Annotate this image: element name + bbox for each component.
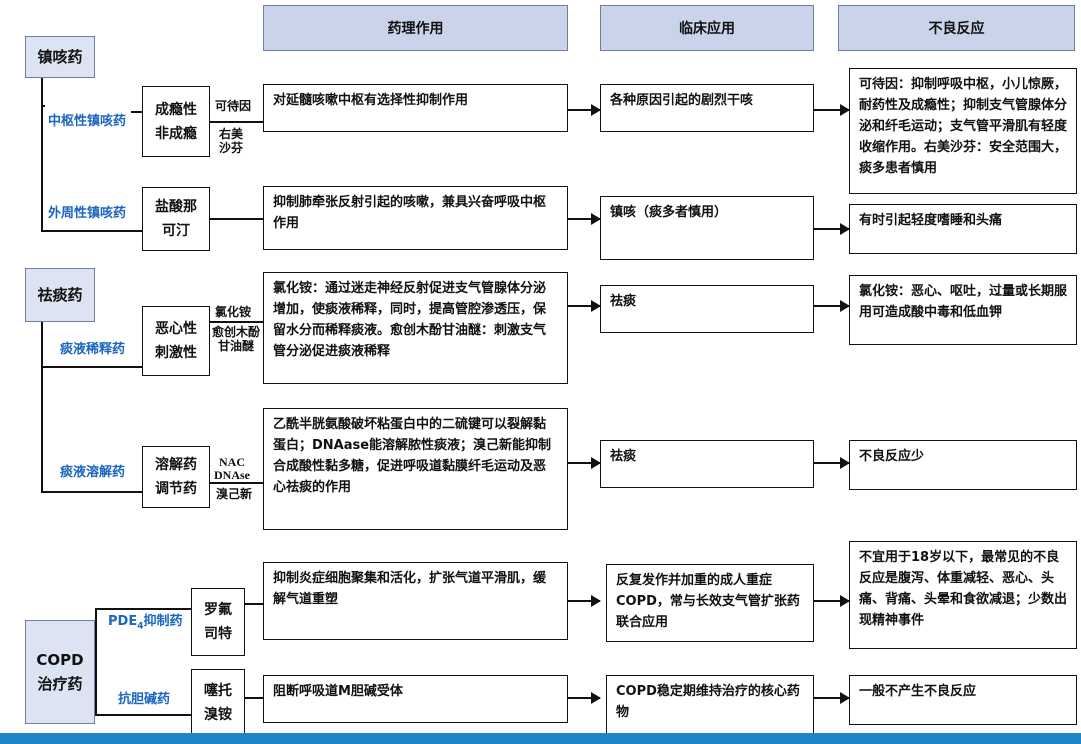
adverse-central: 可待因：抑制呼吸中枢，小儿惊厥，耐药性及成瘾性；抑制支气管腺体分泌和纤毛运动；支… <box>849 68 1077 194</box>
header-clinical: 临床应用 <box>600 5 814 51</box>
pharmacology-peripheral: 抑制肺牵张反射引起的咳嗽，兼具兴奋呼吸中枢作用 <box>263 186 568 250</box>
agent-guaifenesin: 愈创木酚甘油醚 <box>212 325 260 353</box>
adverse-anticholinergic: 一般不产生不良反应 <box>849 675 1077 725</box>
subclass-anticholinergic: 抗胆碱药 <box>118 692 171 707</box>
arrow-central-1 <box>568 104 601 116</box>
subclass-pde4-subscript: 4 <box>137 621 144 632</box>
category-expectorant: 祛痰药 <box>25 268 95 322</box>
header-clinical-label: 临床应用 <box>679 21 735 37</box>
arrow-pde4-1 <box>568 595 601 607</box>
pharmacology-pde4: 抑制炎症细胞聚集和活化，扩张气道平滑肌，缓解气道重塑 <box>263 562 568 640</box>
adverse-dilute: 氯化铵：恶心、呕吐，过量或长期服用可造成酸中毒和低血钾 <box>849 275 1077 345</box>
arrow-central-2 <box>814 104 850 116</box>
adverse-peripheral: 有时引起轻度嗜睡和头痛 <box>849 204 1077 254</box>
agent-ammonium-chloride: 氯化铵 <box>215 305 252 319</box>
subclass-peripheral: 外周性镇咳药 <box>48 206 127 221</box>
drug-central-line2: 非成瘾 <box>155 125 197 142</box>
tree-branch-dilute <box>41 366 142 368</box>
arrow-dissolve-2 <box>814 457 850 469</box>
tree-line-copd <box>95 608 97 716</box>
tree-line-expectorant <box>41 322 43 492</box>
drug-pde4-line2: 司特 <box>204 626 232 642</box>
connector-dissolve <box>210 482 263 484</box>
adverse-dissolve: 不良反应少 <box>849 440 1077 490</box>
category-expectorant-label: 祛痰药 <box>37 286 83 304</box>
category-antitussive-label: 镇咳药 <box>37 48 83 66</box>
arrow-dilute-1 <box>568 300 601 312</box>
tree-branch-central <box>131 111 142 113</box>
pharmacology-anticholinergic: 阻断呼吸道M胆碱受体 <box>263 675 568 723</box>
arrow-dissolve-1 <box>568 457 601 469</box>
tree-branch-dissolve <box>41 491 142 493</box>
drug-box-central: 成瘾性非成瘾 <box>142 86 210 157</box>
arrow-anticholinergic-1 <box>568 692 601 704</box>
arrow-pde4-2 <box>814 595 850 607</box>
drug-peripheral-line2: 可汀 <box>162 223 190 239</box>
drug-peripheral-line1: 盐酸那 <box>155 199 197 215</box>
tree-branch-peripheral <box>41 230 142 232</box>
tree-branch-pde4 <box>95 608 191 610</box>
bottom-accent-bar <box>0 733 1081 744</box>
arrow-anticholinergic-2 <box>814 692 850 704</box>
subclass-pde4-suffix: 抑制药 <box>143 614 183 629</box>
header-pharmacology: 药理作用 <box>263 5 568 51</box>
header-pharmacology-label: 药理作用 <box>387 21 444 37</box>
tree-branch-anticholinergic <box>95 714 191 716</box>
adverse-pde4: 不宜用于18岁以下，最常见的不良反应是腹泻、体重减轻、恶心、头痛、背痛、头晕和食… <box>849 541 1077 649</box>
connector-central-agents <box>210 121 263 123</box>
clinical-dissolve: 祛痰 <box>600 440 814 488</box>
tree-branch-central-stub <box>41 105 45 107</box>
agent-dextromethorphan-line1: 右美 <box>219 127 244 141</box>
clinical-dilute: 祛痰 <box>600 285 814 333</box>
agent-dextromethorphan: 右美沙芬 <box>219 127 243 155</box>
category-copd: COPD 治疗药 <box>25 620 95 724</box>
category-antitussive: 镇咳药 <box>25 36 95 78</box>
subclass-pde4: PDE4抑制药 <box>108 610 182 632</box>
drug-box-pde4: 罗氟司特 <box>191 588 245 656</box>
connector-pde4 <box>245 603 263 605</box>
agent-codeine: 可待因 <box>215 99 252 113</box>
drug-dissolve-line2: 调节药 <box>155 481 197 497</box>
category-copd-line2: 治疗药 <box>37 675 83 693</box>
drug-box-dilute: 恶心性刺激性 <box>142 306 210 376</box>
agent-guaifenesin-line2: 甘油醚 <box>218 339 255 353</box>
clinical-anticholinergic: COPD稳定期维持治疗的核心药物 <box>606 675 814 735</box>
subclass-pde4-prefix: PDE <box>108 614 138 629</box>
arrow-peripheral-1 <box>568 213 601 225</box>
drug-dilute-line1: 恶心性 <box>155 321 197 337</box>
category-copd-line1: COPD <box>36 651 84 669</box>
pharmacology-dissolve: 乙酰半胱氨酸破坏粘蛋白中的二硫键可以裂解黏蛋白；DNAase能溶解脓性痰液；溴己… <box>263 408 568 530</box>
pharmacology-dilute: 氯化铵：通过迷走神经反射促进支气管腺体分泌增加，使痰液稀释，同时，提高管腔渗透压… <box>263 272 568 384</box>
drug-anticholinergic-line1: 噻托 <box>204 683 232 699</box>
connector-peripheral <box>210 218 263 220</box>
clinical-peripheral: 镇咳（痰多者慎用） <box>600 196 814 260</box>
clinical-pde4: 反复发作并加重的成人重症COPD，常与长效支气管扩张药联合应用 <box>606 564 814 642</box>
drug-central-line1: 成瘾性 <box>155 101 197 118</box>
header-adverse: 不良反应 <box>838 5 1075 51</box>
tree-line-antitussive <box>41 78 43 232</box>
pharmacology-central: 对延髓咳嗽中枢有选择性抑制作用 <box>263 84 568 132</box>
header-adverse-label: 不良反应 <box>928 21 985 37</box>
arrow-dilute-2 <box>814 300 850 312</box>
subclass-dissolve: 痰液溶解药 <box>60 465 126 480</box>
subclass-dilute: 痰液稀释药 <box>60 342 126 357</box>
drug-box-anticholinergic: 噻托溴铵 <box>191 669 245 737</box>
drug-pde4-line1: 罗氟 <box>204 602 232 618</box>
agent-nac: NAC <box>219 455 245 469</box>
clinical-central: 各种原因引起的剧烈干咳 <box>600 84 814 132</box>
agent-guaifenesin-line1: 愈创木酚 <box>212 325 261 339</box>
subclass-central: 中枢性镇咳药 <box>48 114 127 129</box>
connector-anticholinergic <box>245 697 263 699</box>
drug-dilute-line2: 刺激性 <box>155 345 197 361</box>
connector-dilute <box>210 321 263 323</box>
drug-box-peripheral: 盐酸那可汀 <box>142 187 210 251</box>
arrow-peripheral-2 <box>814 223 850 235</box>
drug-anticholinergic-line2: 溴铵 <box>204 707 232 723</box>
agent-dextromethorphan-line2: 沙芬 <box>219 141 244 155</box>
drug-dissolve-line1: 溶解药 <box>155 457 197 473</box>
agent-bromhexine: 溴己新 <box>216 487 253 501</box>
agent-dnase: DNAse <box>214 468 250 482</box>
drug-box-dissolve: 溶解药调节药 <box>142 446 210 508</box>
